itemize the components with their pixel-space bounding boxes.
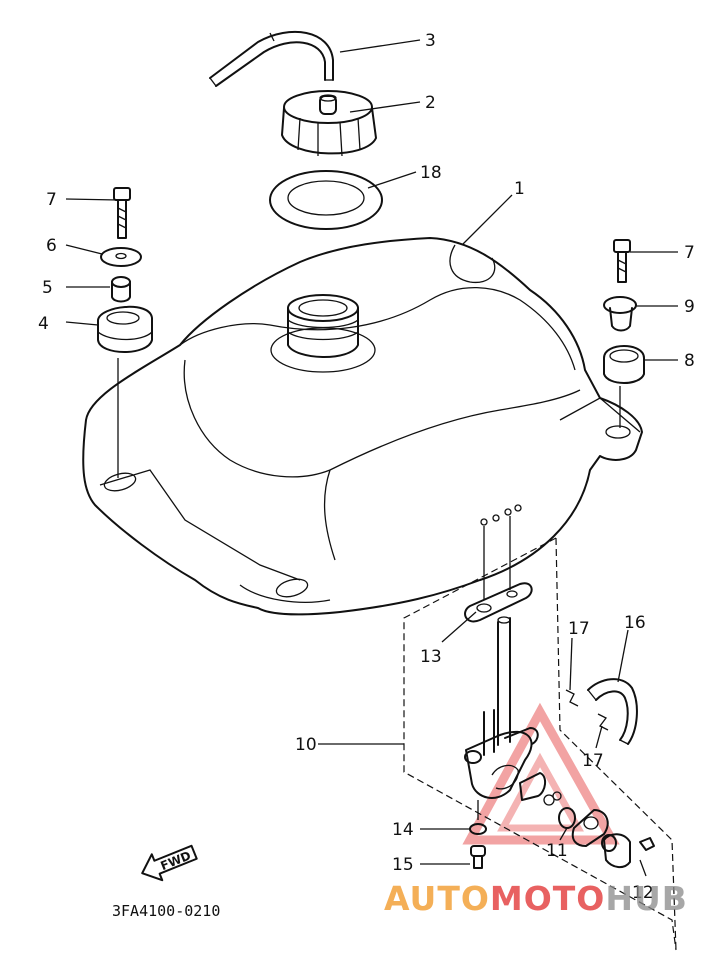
right-mount-bolt	[613, 239, 631, 283]
forward-arrow-icon: FWD	[141, 844, 198, 882]
left-mount-collar	[111, 276, 131, 303]
cap-gasket	[269, 170, 383, 230]
callout-5: 5	[42, 278, 53, 298]
callout-4: 4	[38, 314, 49, 334]
callout-14: 14	[392, 820, 414, 840]
callout-16: 16	[624, 613, 646, 633]
left-mount-damper	[97, 305, 153, 353]
callout-1: 1	[514, 179, 525, 199]
watermark-text: AUTOMOTOHUB	[384, 879, 688, 918]
hose-clip	[565, 689, 609, 731]
callout-10: 10	[295, 735, 317, 755]
callout-2: 2	[425, 93, 436, 113]
callout-18: 18	[420, 163, 442, 183]
right-mount-damper	[603, 345, 645, 384]
breather-hose	[209, 30, 334, 87]
watermark-auto: AUTO	[384, 879, 490, 918]
callout-17-bottom: 17	[582, 751, 604, 771]
callout-8: 8	[684, 351, 695, 371]
fuel-tank	[82, 237, 643, 616]
callout-11: 11	[546, 841, 568, 861]
fuel-hose	[587, 678, 638, 745]
fuel-cap	[281, 90, 377, 157]
left-mount-washer	[100, 247, 142, 267]
fuel-cock-assembly-boundary	[403, 537, 677, 951]
watermark-moto: MOTO	[490, 879, 605, 918]
watermark-logo-shape	[462, 702, 620, 845]
watermark-hub: HUB	[605, 879, 688, 918]
callout-6: 6	[46, 236, 57, 256]
callout-17-top: 17	[568, 619, 590, 639]
fuel-cock-screws	[601, 833, 655, 868]
callout-12: 12	[632, 883, 654, 903]
leader-lines	[65, 39, 678, 877]
fuel-cock-lever	[543, 791, 609, 847]
right-mount-collar	[603, 296, 637, 332]
callout-7-left: 7	[46, 190, 57, 210]
left-mount-bolt	[113, 187, 131, 239]
callout-15: 15	[392, 855, 414, 875]
callout-13: 13	[420, 647, 442, 667]
fuel-cock	[464, 616, 546, 820]
callout-3: 3	[425, 31, 436, 51]
drain-screw	[470, 845, 486, 869]
callout-9: 9	[684, 297, 695, 317]
callout-7-right: 7	[684, 243, 695, 263]
callout-numbers: 3 2 18 1 7 6 5 4 7 9 8 10 13 17 16 17 14…	[38, 31, 695, 903]
diagram-code: 3FA4100-0210	[112, 902, 220, 920]
fuel-cock-gasket	[464, 504, 533, 623]
